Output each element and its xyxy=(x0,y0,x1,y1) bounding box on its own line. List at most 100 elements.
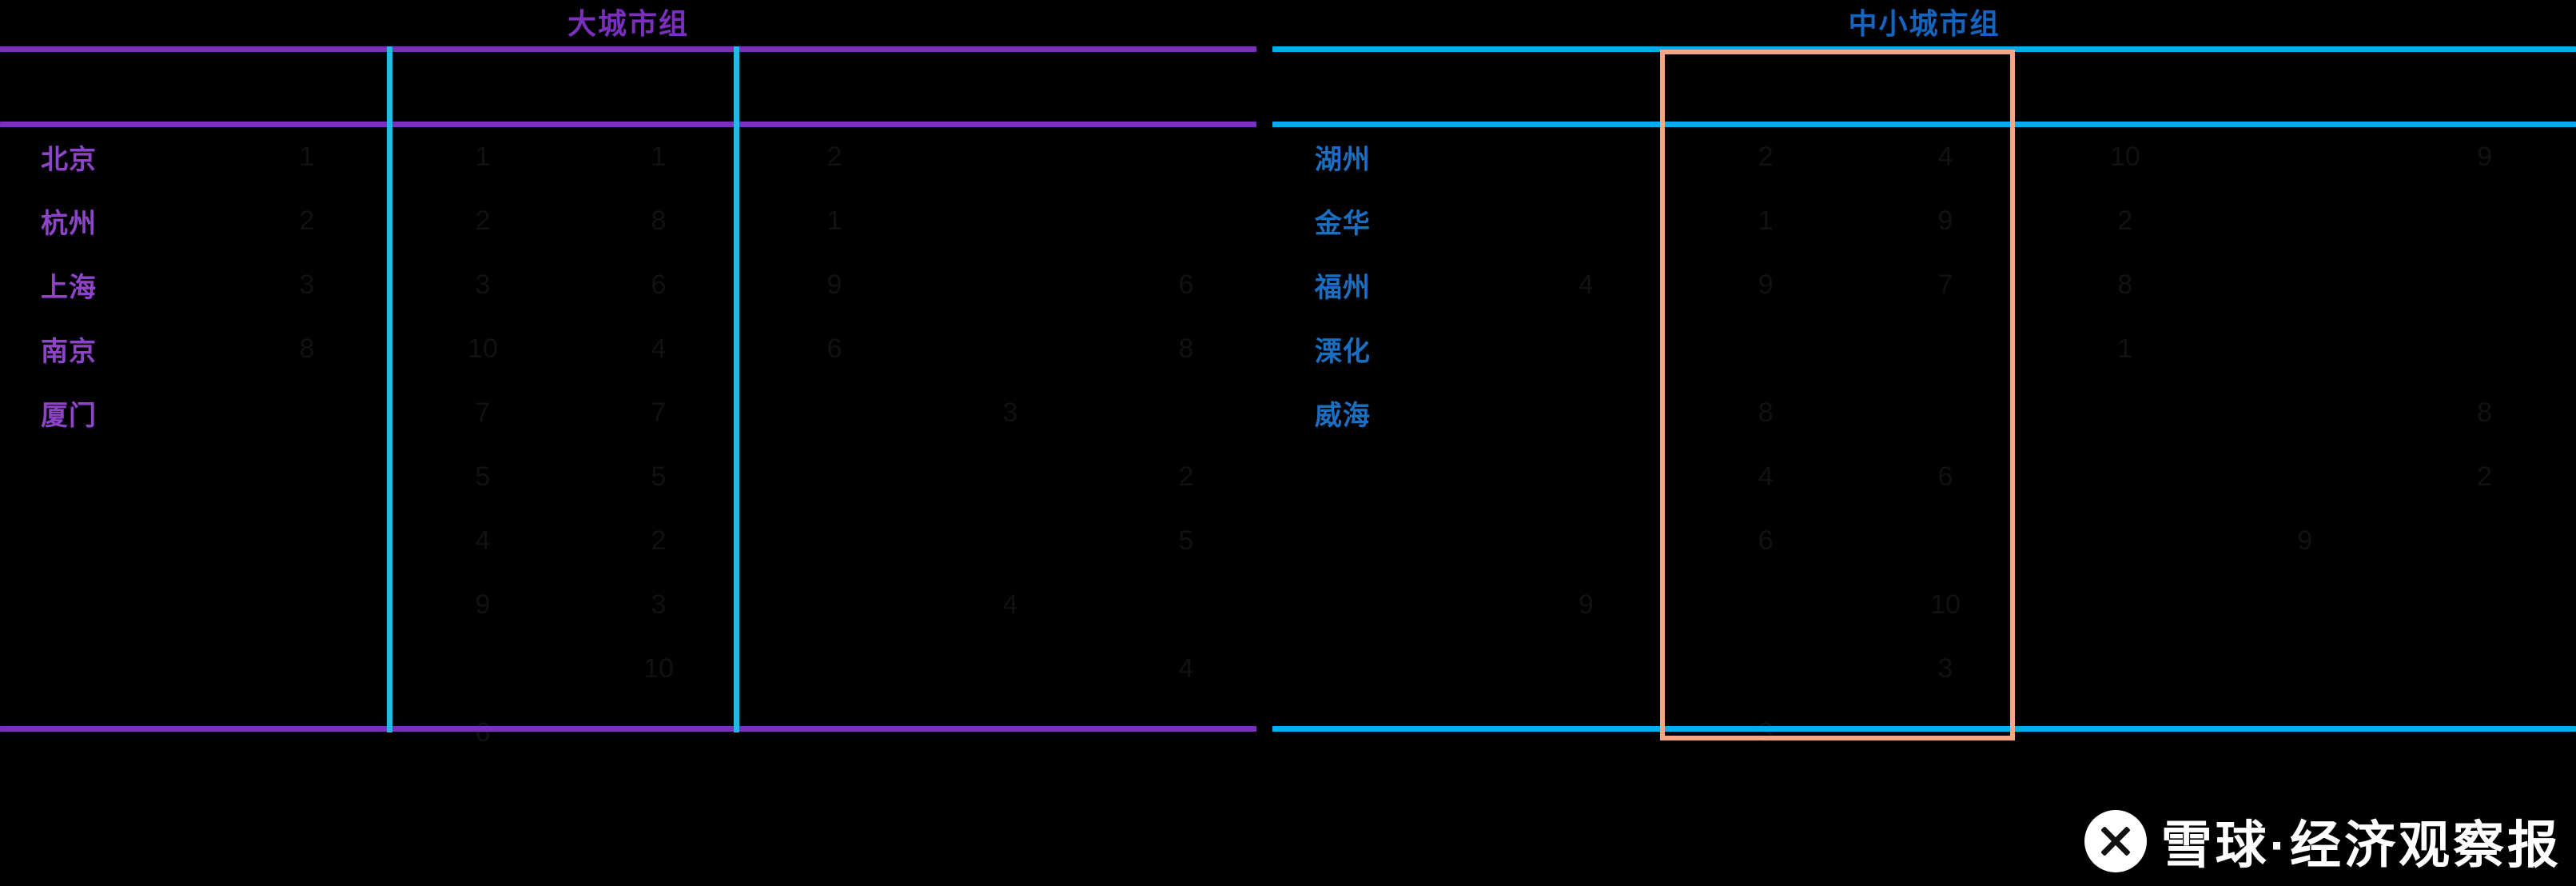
empty-cell xyxy=(924,254,1097,315)
empty-cell xyxy=(1412,702,1495,763)
heatmap-cell: 6 xyxy=(572,254,745,315)
heatmap-cell: 2 xyxy=(572,510,745,571)
empty-cell xyxy=(1412,574,1495,635)
heatmap-cell: 2 xyxy=(396,190,569,251)
large-city-row-label xyxy=(3,638,134,699)
empty-cell xyxy=(924,510,1097,571)
empty-cell xyxy=(1412,254,1495,315)
empty-cell xyxy=(137,702,217,763)
heatmap-cell: 6 xyxy=(1677,510,1854,571)
watermark: 雪球·经济观察报 xyxy=(2084,803,2562,880)
empty-cell xyxy=(1412,190,1495,251)
empty-cell xyxy=(2037,574,2214,635)
empty-cell xyxy=(2216,638,2394,699)
header-row xyxy=(3,53,1272,123)
empty-cell xyxy=(221,702,393,763)
empty-cell xyxy=(1100,190,1272,251)
divider-bottom-blue xyxy=(1272,726,2576,732)
heatmap-cell: 4 xyxy=(396,510,569,571)
large-city-row-label xyxy=(3,702,134,763)
header-cell xyxy=(1677,53,1854,123)
heatmap-cell: 10 xyxy=(1857,574,2034,635)
empty-cell xyxy=(1412,382,1495,443)
large-city-row-label xyxy=(3,446,134,507)
empty-cell xyxy=(1857,510,2034,571)
divider-top-purple xyxy=(0,46,1256,52)
heatmap-cell: 3 xyxy=(221,254,393,315)
empty-cell xyxy=(748,574,921,635)
header-cell xyxy=(2037,53,2214,123)
heatmap-cell: 8 xyxy=(2396,382,2573,443)
heatmap-cell: 2 xyxy=(2396,446,2573,507)
header-cell xyxy=(1497,53,1674,123)
header-cell xyxy=(137,53,217,123)
empty-cell xyxy=(1412,638,1495,699)
empty-cell xyxy=(2396,318,2573,379)
header-cell xyxy=(1100,53,1272,123)
table-row: 3 xyxy=(1276,638,2573,699)
heatmap-cell: 8 xyxy=(221,318,393,379)
empty-cell xyxy=(2216,702,2394,763)
heatmap-cell: 1 xyxy=(1677,190,1854,251)
heatmap-cell: 3 xyxy=(924,382,1097,443)
large-city-row-label: 杭州 xyxy=(3,190,134,251)
large-city-row-label: 北京 xyxy=(3,126,134,187)
empty-cell xyxy=(2396,190,2573,251)
header-cell xyxy=(2396,53,2573,123)
highlight-rule-right xyxy=(734,46,739,732)
heatmap-cell: 4 xyxy=(1677,446,1854,507)
empty-cell xyxy=(2216,254,2394,315)
empty-cell xyxy=(1412,318,1495,379)
heatmap-cell: 7 xyxy=(396,382,569,443)
empty-cell xyxy=(221,574,393,635)
small-city-row-label: 威海 xyxy=(1276,382,1410,443)
heatmap-cell: 3 xyxy=(572,574,745,635)
small-city-row-label xyxy=(1276,638,1410,699)
empty-cell xyxy=(137,574,217,635)
empty-cell xyxy=(924,702,1097,763)
heatmap-cell: 1 xyxy=(396,126,569,187)
heatmap-cell: 10 xyxy=(2037,126,2214,187)
small-city-row-label: 金华 xyxy=(1276,190,1410,251)
heatmap-cell: 1 xyxy=(748,190,921,251)
empty-cell xyxy=(2396,702,2573,763)
heatmap-cell: 1 xyxy=(2037,318,2214,379)
empty-cell xyxy=(924,638,1097,699)
empty-cell xyxy=(137,126,217,187)
empty-cell xyxy=(748,702,921,763)
empty-cell xyxy=(2216,382,2394,443)
small-city-row-label xyxy=(1276,702,1410,763)
empty-cell xyxy=(748,382,921,443)
heatmap-cell: 2 xyxy=(748,126,921,187)
divider-top-blue xyxy=(1272,46,2576,52)
empty-cell xyxy=(2037,638,2214,699)
heatmap-cell: 4 xyxy=(1100,638,1272,699)
large-city-row-label xyxy=(3,510,134,571)
small-city-row-label xyxy=(1276,446,1410,507)
small-city-row-label xyxy=(1276,574,1410,635)
empty-cell xyxy=(1857,382,2034,443)
heatmap-cell: 8 xyxy=(572,190,745,251)
divider-mid-blue xyxy=(1272,122,2576,127)
empty-cell xyxy=(1857,318,2034,379)
empty-cell xyxy=(221,510,393,571)
empty-cell xyxy=(1497,702,1674,763)
empty-cell xyxy=(2396,510,2573,571)
empty-cell xyxy=(221,638,393,699)
empty-cell xyxy=(1677,638,1854,699)
empty-cell xyxy=(137,190,217,251)
empty-cell xyxy=(1412,510,1495,571)
empty-cell xyxy=(924,318,1097,379)
large-city-row-label: 厦门 xyxy=(3,382,134,443)
empty-cell xyxy=(924,446,1097,507)
heatmap-cell: 5 xyxy=(396,446,569,507)
